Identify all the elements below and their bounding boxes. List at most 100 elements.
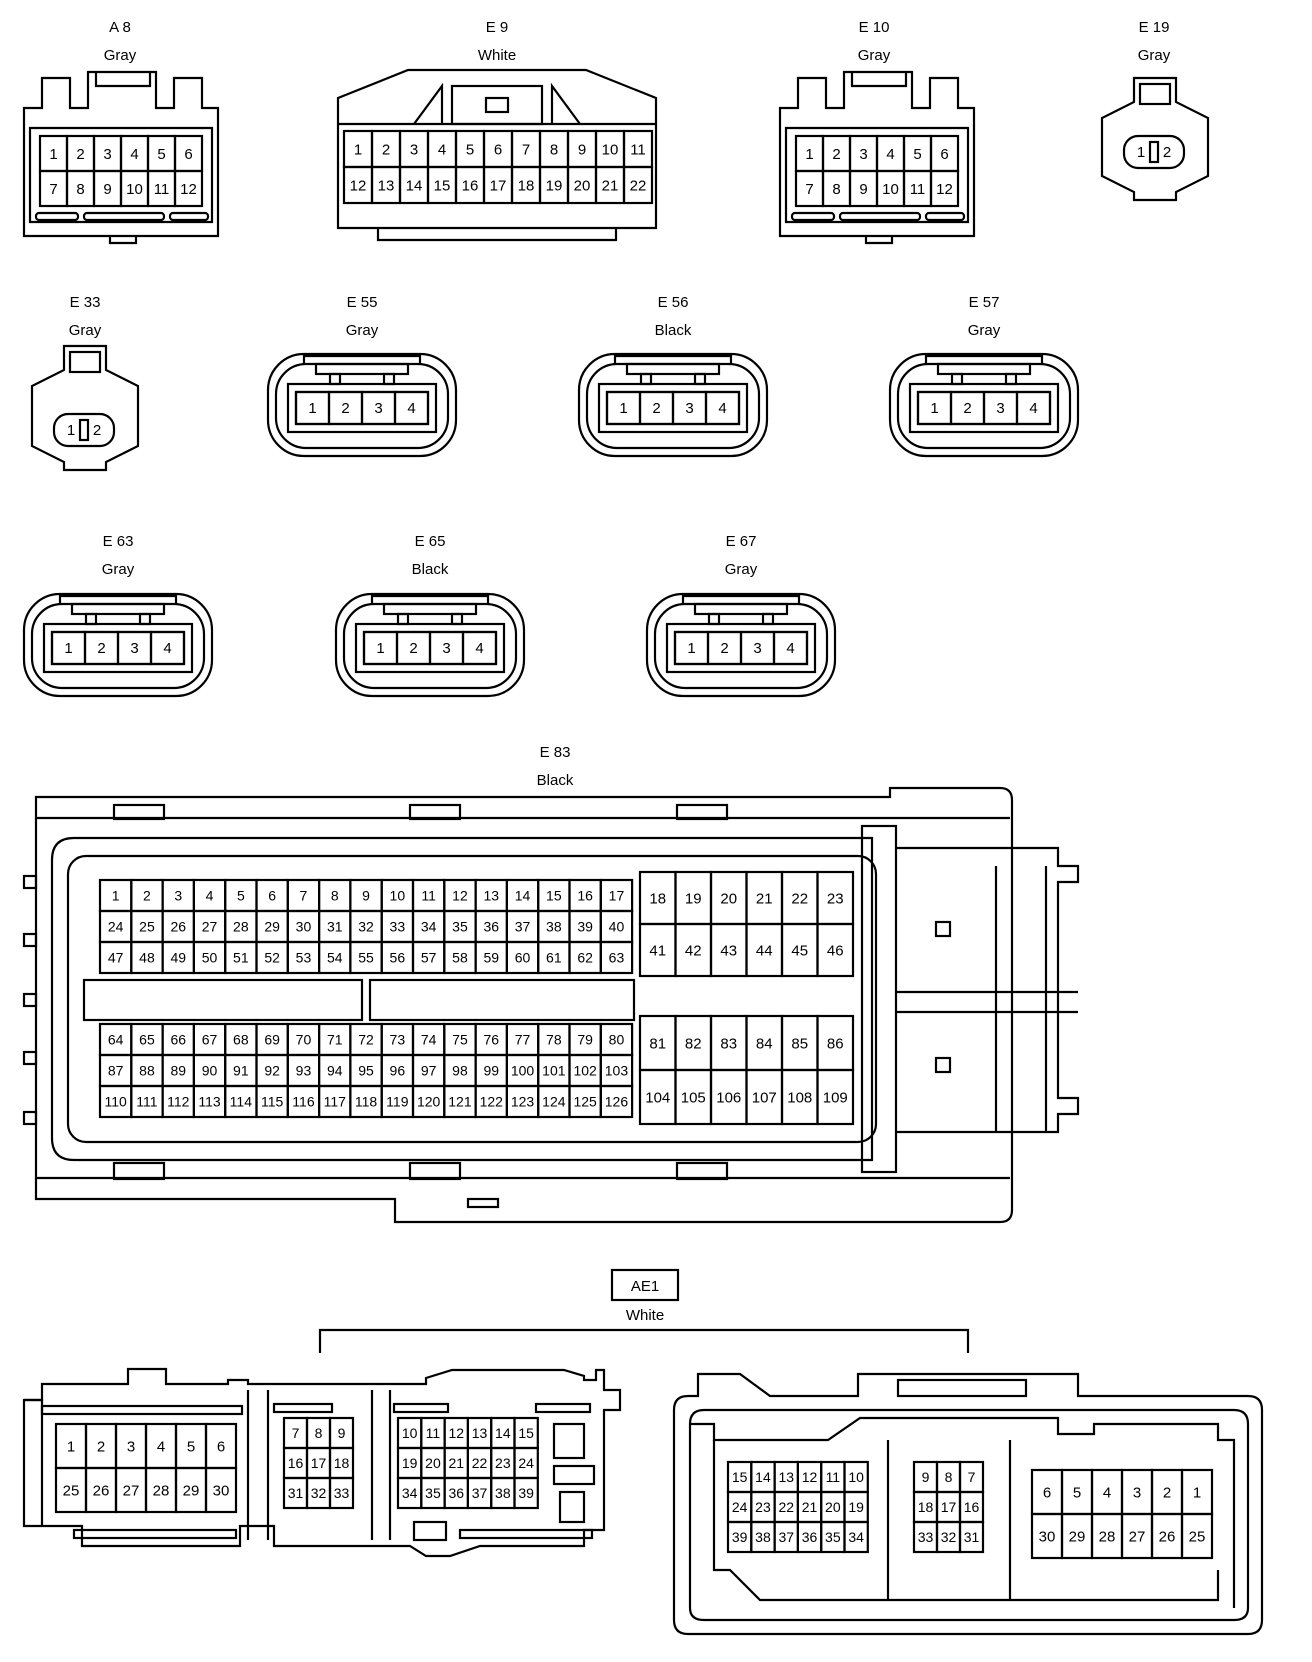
pin-label: 3 xyxy=(996,400,1004,417)
pin-label: 18 xyxy=(649,890,666,907)
pin-e9-15: 15 xyxy=(426,165,458,205)
pin-e83_left_bottom-124: 124 xyxy=(537,1084,571,1119)
pin-label: 38 xyxy=(755,1529,771,1545)
pin-ae1_left_a-4: 4 xyxy=(144,1422,178,1470)
pin-e83_left_bottom-119: 119 xyxy=(380,1084,415,1119)
pin-label: 15 xyxy=(518,1425,534,1441)
pin-label: 66 xyxy=(170,1032,186,1048)
pin-label: 21 xyxy=(802,1499,818,1515)
pin-label: 117 xyxy=(324,1094,347,1110)
pin-ae1_left_a-2: 2 xyxy=(84,1422,118,1470)
pin-e83_left_top-8: 8 xyxy=(318,878,352,913)
pin-label: 124 xyxy=(542,1094,566,1110)
pin-label: 1 xyxy=(687,640,695,657)
label-e56-color: Black xyxy=(655,322,692,339)
pin-label: 1 xyxy=(64,640,72,657)
pin-e83_left_top-7: 7 xyxy=(286,878,321,913)
pin-label: 103 xyxy=(605,1063,629,1079)
pin-label: 18 xyxy=(518,177,535,194)
pin-label: 11 xyxy=(910,181,926,198)
pin-label: 47 xyxy=(108,950,124,966)
pin-label: 86 xyxy=(827,1035,844,1052)
pin-label: 65 xyxy=(139,1032,155,1048)
pin-e83_left_bottom-102: 102 xyxy=(568,1053,602,1088)
pin-e83_right_top-18: 18 xyxy=(638,870,677,926)
pin-label: 4 xyxy=(130,146,138,163)
pin-label: 114 xyxy=(230,1094,253,1110)
pin-label: 79 xyxy=(577,1032,593,1048)
pin-label: 44 xyxy=(756,942,773,959)
pin-e83_left_top-25: 25 xyxy=(130,909,164,944)
pin-ae1_left_b-7: 7 xyxy=(282,1416,309,1450)
pin-e9-2: 2 xyxy=(370,129,402,169)
pin-label: 1 xyxy=(930,400,938,417)
label-e67-code: E 67 xyxy=(726,533,757,550)
pin-label: 24 xyxy=(732,1499,748,1515)
pin-label: 38 xyxy=(495,1485,511,1501)
pin-e83_left_bottom-122: 122 xyxy=(474,1084,509,1119)
pin-label: 2 xyxy=(1163,1484,1171,1501)
pin-label: 116 xyxy=(292,1094,315,1110)
label-e33-code: E 33 xyxy=(70,294,101,311)
pin-ae1_left_b-17: 17 xyxy=(305,1446,332,1480)
pin-ae1_right_a-37: 37 xyxy=(773,1520,799,1554)
pin-e65-4 xyxy=(461,630,498,666)
pin-e83_left_top-62: 62 xyxy=(568,940,602,975)
pin-label: 10 xyxy=(848,1469,864,1485)
pin-e83_left_top-6: 6 xyxy=(255,878,289,913)
pin-ae1_right_c-28: 28 xyxy=(1090,1512,1124,1560)
pin-e83_left_bottom-90: 90 xyxy=(192,1053,227,1088)
connector-e83-housing xyxy=(22,786,1080,1224)
pin-label: 19 xyxy=(546,177,563,194)
pin-label: 21 xyxy=(448,1455,464,1471)
pin-e83_left_bottom-64: 64 xyxy=(98,1022,133,1057)
pin-e83_left_bottom-68: 68 xyxy=(224,1022,258,1057)
pin-e83_right_top-42: 42 xyxy=(674,922,713,978)
pin-label: 6 xyxy=(184,146,192,163)
pin-label: 14 xyxy=(515,888,531,904)
pin-label: 62 xyxy=(577,950,593,966)
pin-e83_right_bottom-104: 104 xyxy=(638,1068,677,1126)
pin-ae1_left_a-3: 3 xyxy=(114,1422,148,1470)
pin-e83_left_bottom-117: 117 xyxy=(318,1084,352,1119)
pin-label: 9 xyxy=(922,1469,930,1485)
pin-label: 32 xyxy=(311,1485,327,1501)
pin-e10-12: 12 xyxy=(929,169,960,208)
pin-label: 33 xyxy=(334,1485,350,1501)
pin-ae1_right_b-32: 32 xyxy=(935,1520,962,1554)
pin-label: 16 xyxy=(964,1499,980,1515)
pin-label: 24 xyxy=(518,1455,534,1471)
pin-e9-12: 12 xyxy=(342,165,374,205)
pin-label: 8 xyxy=(832,181,840,198)
pin-e83_left_bottom-111: 111 xyxy=(130,1084,164,1119)
pin-label: 25 xyxy=(1189,1528,1206,1545)
pin-e83_right_top-23: 23 xyxy=(816,870,855,926)
pin-ae1_right_a-14: 14 xyxy=(750,1460,776,1494)
pin-a8-5: 5 xyxy=(146,134,177,173)
pin-label: 87 xyxy=(108,1063,124,1079)
connector-e57-housing xyxy=(888,352,1080,458)
pin-label: 70 xyxy=(296,1032,312,1048)
pin-label: 33 xyxy=(390,919,406,935)
pin-e9-11: 11 xyxy=(622,129,654,169)
pin-ae1_right_b-17: 17 xyxy=(935,1490,962,1524)
pin-label: 89 xyxy=(170,1063,186,1079)
pin-ae1_left_c-36: 36 xyxy=(443,1476,470,1510)
pin-e83_left_top-24: 24 xyxy=(98,909,133,944)
pin-label: 81 xyxy=(649,1035,666,1052)
pin-e10-11: 11 xyxy=(902,169,933,208)
pin-label: 39 xyxy=(577,919,593,935)
pin-e83_left_top-50: 50 xyxy=(192,940,227,975)
label-e63-code: E 63 xyxy=(103,533,134,550)
pin-label: 51 xyxy=(233,950,249,966)
pin-label: 30 xyxy=(296,919,312,935)
pin-label: 126 xyxy=(605,1094,629,1110)
label-e63-color: Gray xyxy=(102,561,135,578)
pin-label: 121 xyxy=(448,1094,472,1110)
pin-e83_right_bottom-85: 85 xyxy=(780,1014,819,1072)
pin-e83_left_top-13: 13 xyxy=(474,878,509,913)
pin-label: 2 xyxy=(97,640,105,657)
pin-e83_left_top-48: 48 xyxy=(130,940,164,975)
pin-e83_left_bottom-79: 79 xyxy=(568,1022,602,1057)
